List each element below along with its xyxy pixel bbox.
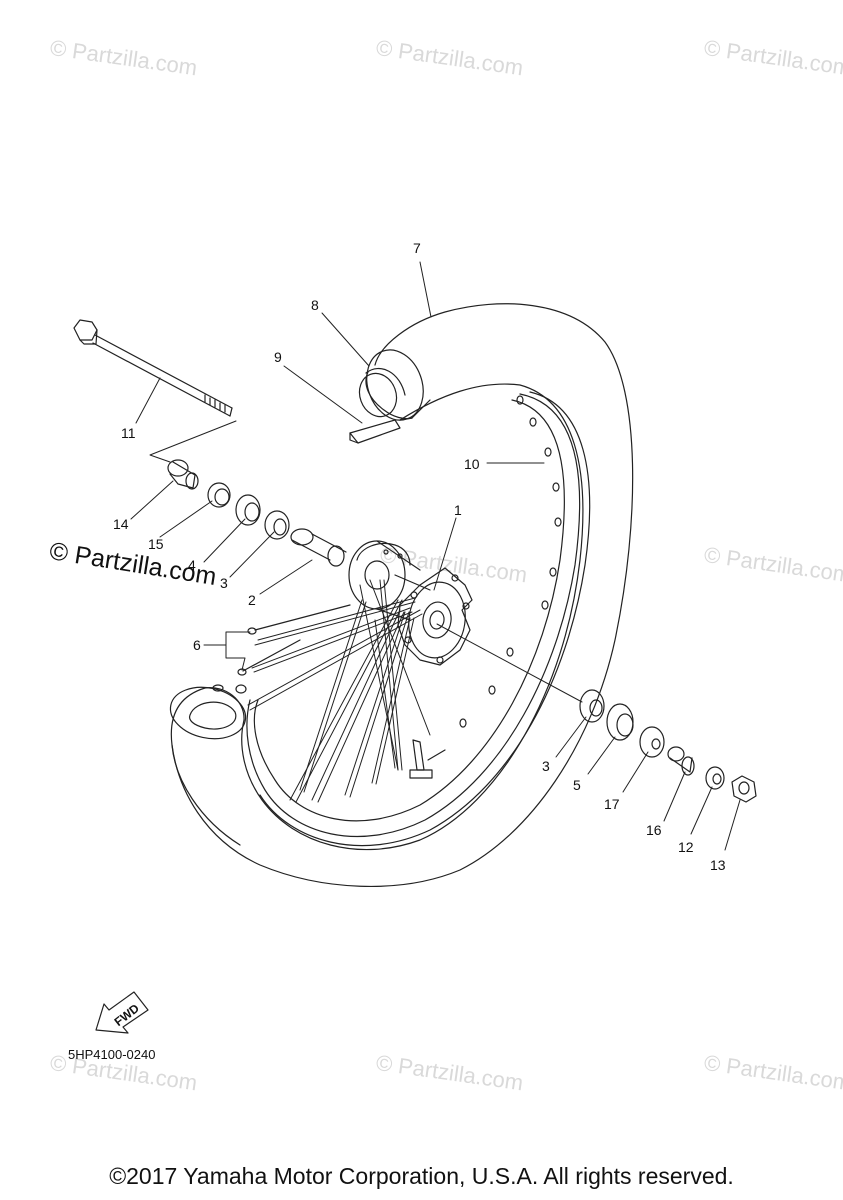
callout-12: 12 — [678, 839, 694, 855]
callout-9: 9 — [274, 349, 282, 365]
callout-2: 2 — [248, 592, 256, 608]
callout-14: 14 — [113, 516, 129, 532]
callout-1: 1 — [454, 502, 462, 518]
callout-8: 8 — [311, 297, 319, 313]
callout-15: 15 — [148, 536, 164, 552]
callout-17: 17 — [604, 796, 620, 812]
callout-13: 13 — [710, 857, 726, 873]
tire — [169, 303, 634, 888]
disc-mount — [356, 542, 411, 566]
callout-3: 3 — [220, 575, 228, 591]
leader-lines — [130, 261, 741, 851]
rim-band — [349, 419, 401, 444]
bearing-3-right — [579, 689, 605, 723]
collar-16 — [667, 746, 695, 776]
copyright-notice: ©2017 Yamaha Motor Corporation, U.S.A. A… — [109, 1163, 734, 1189]
tube-valve — [409, 739, 446, 779]
spacer-2 — [290, 528, 347, 567]
collar-14 — [167, 459, 199, 490]
spokes — [247, 579, 431, 803]
washer-17 — [639, 726, 665, 758]
washer-12 — [705, 766, 725, 790]
oil-seal-5 — [606, 703, 634, 741]
callout-5: 5 — [573, 777, 581, 793]
callout-6: 6 — [193, 637, 201, 653]
callout-3: 3 — [542, 758, 550, 774]
rim — [246, 391, 591, 847]
oil-seal-15 — [207, 482, 231, 508]
spoke-parts-6 — [237, 604, 351, 676]
rim-spoke-holes — [459, 395, 562, 728]
callout-16: 16 — [646, 822, 662, 838]
nut-13 — [731, 775, 757, 803]
callout-4: 4 — [188, 557, 196, 573]
bearing-4 — [235, 494, 261, 526]
callout-7: 7 — [413, 240, 421, 256]
inner-tube — [358, 367, 406, 418]
bearing-3-left — [264, 510, 290, 540]
fwd-arrow — [95, 991, 149, 1034]
callout-10: 10 — [464, 456, 480, 472]
hub — [348, 540, 473, 666]
axle — [73, 319, 233, 417]
callout-11: 11 — [121, 425, 136, 441]
diagram-code: 5HP4100-0240 — [68, 1047, 156, 1062]
